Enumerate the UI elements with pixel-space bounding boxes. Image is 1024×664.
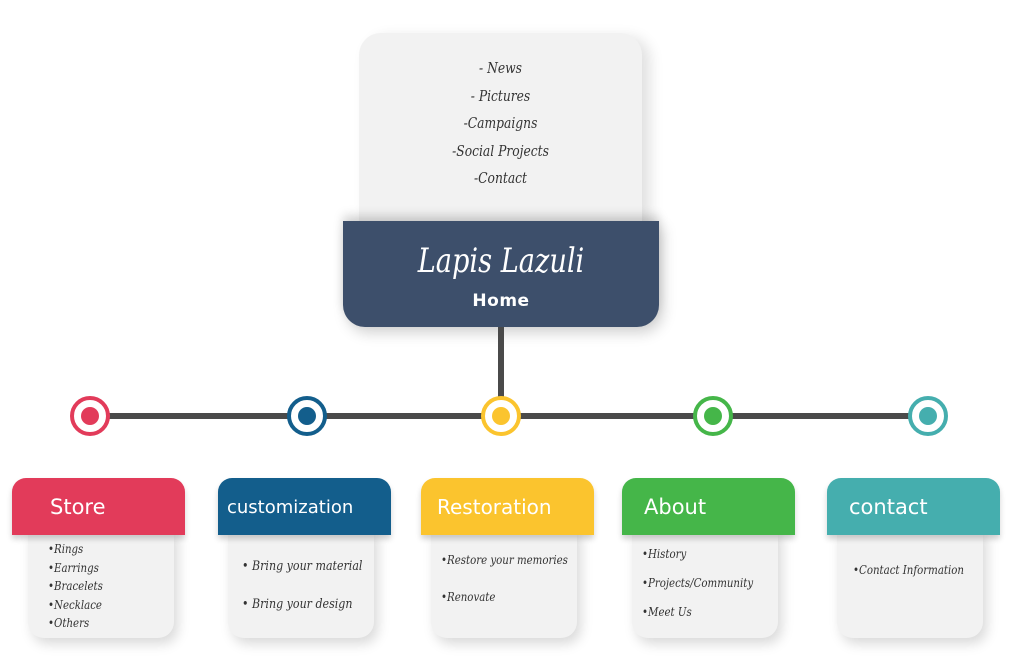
category-contact-items: •Contact Information — [853, 560, 984, 580]
node-about — [693, 396, 733, 436]
category-store-body: •Rings •Earrings •Bracelets •Necklace •O… — [28, 528, 174, 638]
category-about: •History •Projects/Community •Meet Us Ab… — [622, 478, 795, 638]
submenu-item-news[interactable]: - News — [479, 59, 522, 77]
site-title: Lapis Lazuli — [417, 241, 585, 281]
list-item[interactable]: •Earrings — [48, 560, 99, 575]
category-customization-title: customization — [227, 497, 354, 518]
category-contact: •Contact Information contact — [827, 478, 1000, 638]
category-contact-title: contact — [849, 495, 928, 519]
list-item[interactable]: •Projects/Community — [642, 576, 754, 590]
category-about-title: About — [644, 495, 707, 519]
node-restoration — [481, 396, 521, 436]
home-submenu-card: - News - Pictures -Campaigns -Social Pro… — [359, 33, 642, 233]
category-about-items: •History •Projects/Community •Meet Us — [642, 540, 773, 627]
category-contact-header[interactable]: contact — [827, 478, 1000, 535]
category-about-body: •History •Projects/Community •Meet Us — [632, 528, 778, 638]
category-restoration-items: •Restore your memories •Renovate — [441, 542, 590, 616]
category-restoration-title: Restoration — [437, 495, 552, 519]
list-item[interactable]: •History — [642, 547, 687, 561]
category-store-items: •Rings •Earrings •Bracelets •Necklace •O… — [48, 540, 113, 633]
vertical-connector — [498, 327, 504, 399]
category-restoration: •Restore your memories •Renovate Restora… — [421, 478, 594, 638]
node-dot — [492, 407, 510, 425]
node-contact — [908, 396, 948, 436]
category-store-header[interactable]: Store — [12, 478, 185, 535]
home-submenu-list: - News - Pictures -Campaigns -Social Pro… — [359, 55, 642, 193]
list-item[interactable]: •Necklace — [48, 597, 102, 612]
category-store-title: Store — [50, 495, 106, 519]
list-item[interactable]: •Contact Information — [853, 563, 964, 577]
category-customization-body: • Bring your material • Bring your desig… — [228, 528, 374, 638]
category-restoration-body: •Restore your memories •Renovate — [431, 528, 577, 638]
node-dot — [919, 407, 937, 425]
submenu-item-campaigns[interactable]: -Campaigns — [463, 114, 538, 132]
list-item[interactable]: •Others — [48, 616, 90, 630]
submenu-item-pictures[interactable]: - Pictures — [470, 86, 531, 105]
category-customization-header[interactable]: customization — [218, 478, 391, 535]
list-item[interactable]: •Bracelets — [48, 579, 103, 593]
list-item[interactable]: • Bring your design — [242, 597, 353, 612]
category-customization: • Bring your material • Bring your desig… — [218, 478, 391, 638]
list-item[interactable]: •Restore your memories — [441, 553, 568, 567]
category-restoration-header[interactable]: Restoration — [421, 478, 594, 535]
home-label: Home — [472, 291, 530, 311]
list-item[interactable]: • Bring your material — [242, 559, 363, 574]
node-dot — [81, 407, 99, 425]
submenu-item-contact[interactable]: -Contact — [473, 169, 527, 187]
list-item[interactable]: •Rings — [48, 542, 84, 556]
node-dot — [704, 407, 722, 425]
list-item[interactable]: •Renovate — [441, 590, 496, 604]
node-customization — [287, 396, 327, 436]
category-about-header[interactable]: About — [622, 478, 795, 535]
submenu-item-social-projects[interactable]: -Social Projects — [452, 141, 549, 160]
node-store — [70, 396, 110, 436]
node-dot — [298, 407, 316, 425]
list-item[interactable]: •Meet Us — [642, 605, 692, 619]
home-node[interactable]: Lapis Lazuli Home — [343, 221, 659, 327]
category-store: •Rings •Earrings •Bracelets •Necklace •O… — [12, 478, 185, 638]
category-customization-items: • Bring your material • Bring your desig… — [242, 548, 384, 624]
category-contact-body: •Contact Information — [837, 528, 983, 638]
